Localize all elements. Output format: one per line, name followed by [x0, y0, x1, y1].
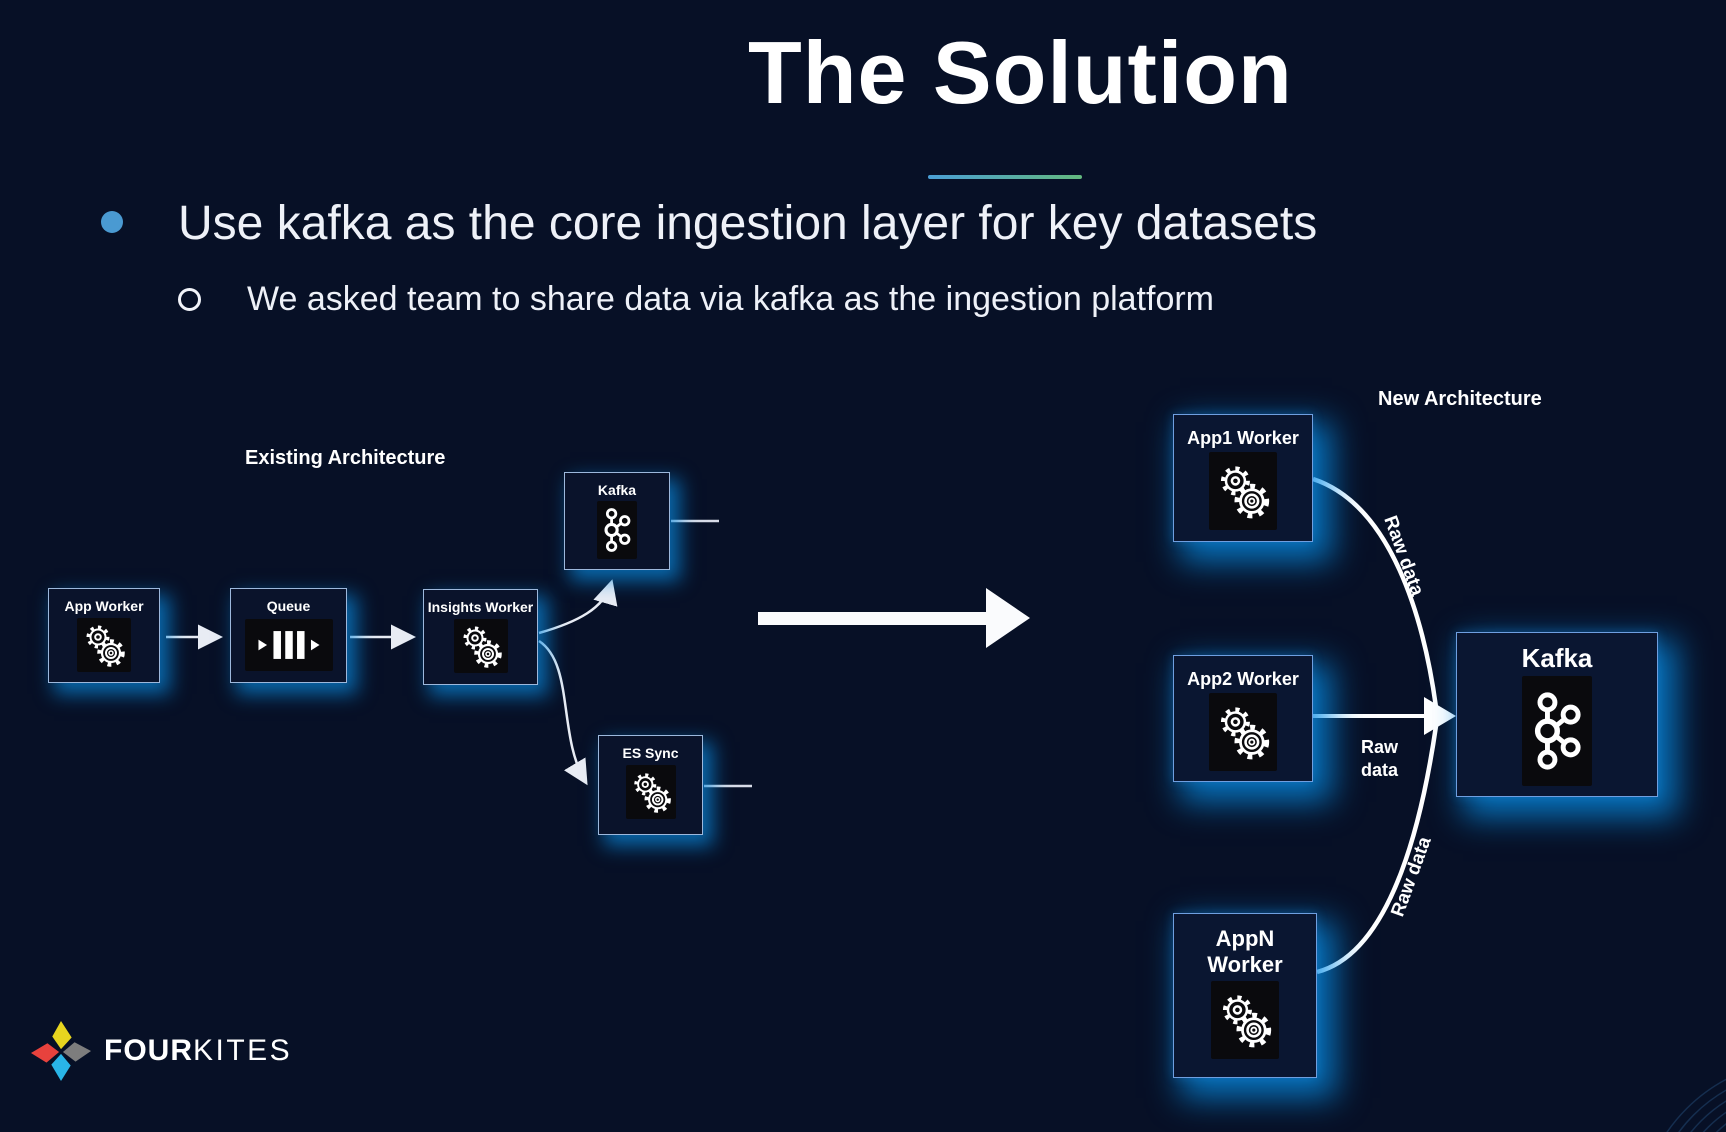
new-architecture-label: New Architecture	[1378, 388, 1542, 410]
existing-queue-node: Queue	[230, 588, 347, 683]
kafka-logo-icon	[597, 501, 637, 559]
node-label: App2 Worker	[1187, 669, 1299, 689]
node-label: ES Sync	[622, 745, 679, 761]
arrow-insights-to-kafka	[538, 579, 618, 635]
brand-light: KITES	[193, 1034, 293, 1067]
existing-insights-worker-node: Insights Worker	[423, 589, 538, 685]
edge-label-raw-data-top: Raw data	[1379, 513, 1428, 599]
node-label: App1 Worker	[1187, 428, 1299, 448]
new-app1-worker-node: App1 Worker	[1173, 414, 1313, 542]
transition-arrow	[758, 588, 1030, 648]
sub-bullet-circle	[178, 288, 201, 311]
existing-kafka-node: Kafka	[564, 472, 670, 570]
arrow-insights-to-essync	[538, 639, 588, 786]
bullet-sub-text: We asked team to share data via kafka as…	[247, 280, 1215, 318]
existing-app-worker-node: App Worker	[48, 588, 160, 683]
gears-icon	[1209, 693, 1277, 771]
queue-icon	[244, 619, 333, 671]
existing-architecture-label: Existing Architecture	[245, 447, 446, 469]
node-label: Kafka	[1521, 643, 1593, 673]
corner-decoration	[1666, 1078, 1726, 1132]
node-label: Queue	[266, 598, 311, 614]
gears-icon	[1209, 452, 1277, 530]
fourkites-logo: FOURKITES	[30, 1020, 292, 1082]
node-label: Kafka	[597, 482, 637, 498]
node-label: App Worker	[64, 598, 144, 614]
fourkites-wordmark: FOURKITES	[104, 1034, 292, 1068]
node-label: Insights Worker	[427, 599, 534, 615]
fourkites-kites-icon	[30, 1020, 92, 1082]
gears-icon	[1211, 980, 1279, 1059]
new-appn-worker-node: AppN Worker	[1173, 913, 1317, 1078]
title-underline	[928, 175, 1082, 179]
kafka-arrowhead	[1424, 697, 1456, 735]
brand-bold: FOUR	[104, 1034, 193, 1067]
edge-label-raw-data-middle: Raw data	[1361, 737, 1399, 780]
new-kafka-node: Kafka	[1456, 632, 1658, 797]
gears-icon	[453, 619, 508, 673]
existing-es-sync-node: ES Sync	[598, 735, 703, 835]
bullet-main-text: Use kafka as the core ingestion layer fo…	[178, 197, 1318, 250]
gears-icon	[625, 765, 676, 819]
new-app2-worker-node: App2 Worker	[1173, 655, 1313, 782]
edge-label-raw-data-bottom: Raw data	[1387, 834, 1436, 920]
kafka-logo-icon	[1522, 676, 1592, 786]
node-label: AppN Worker	[1207, 926, 1283, 977]
page-title: The Solution	[748, 23, 1293, 122]
gears-icon	[77, 618, 131, 672]
bullet-dot	[101, 211, 123, 233]
